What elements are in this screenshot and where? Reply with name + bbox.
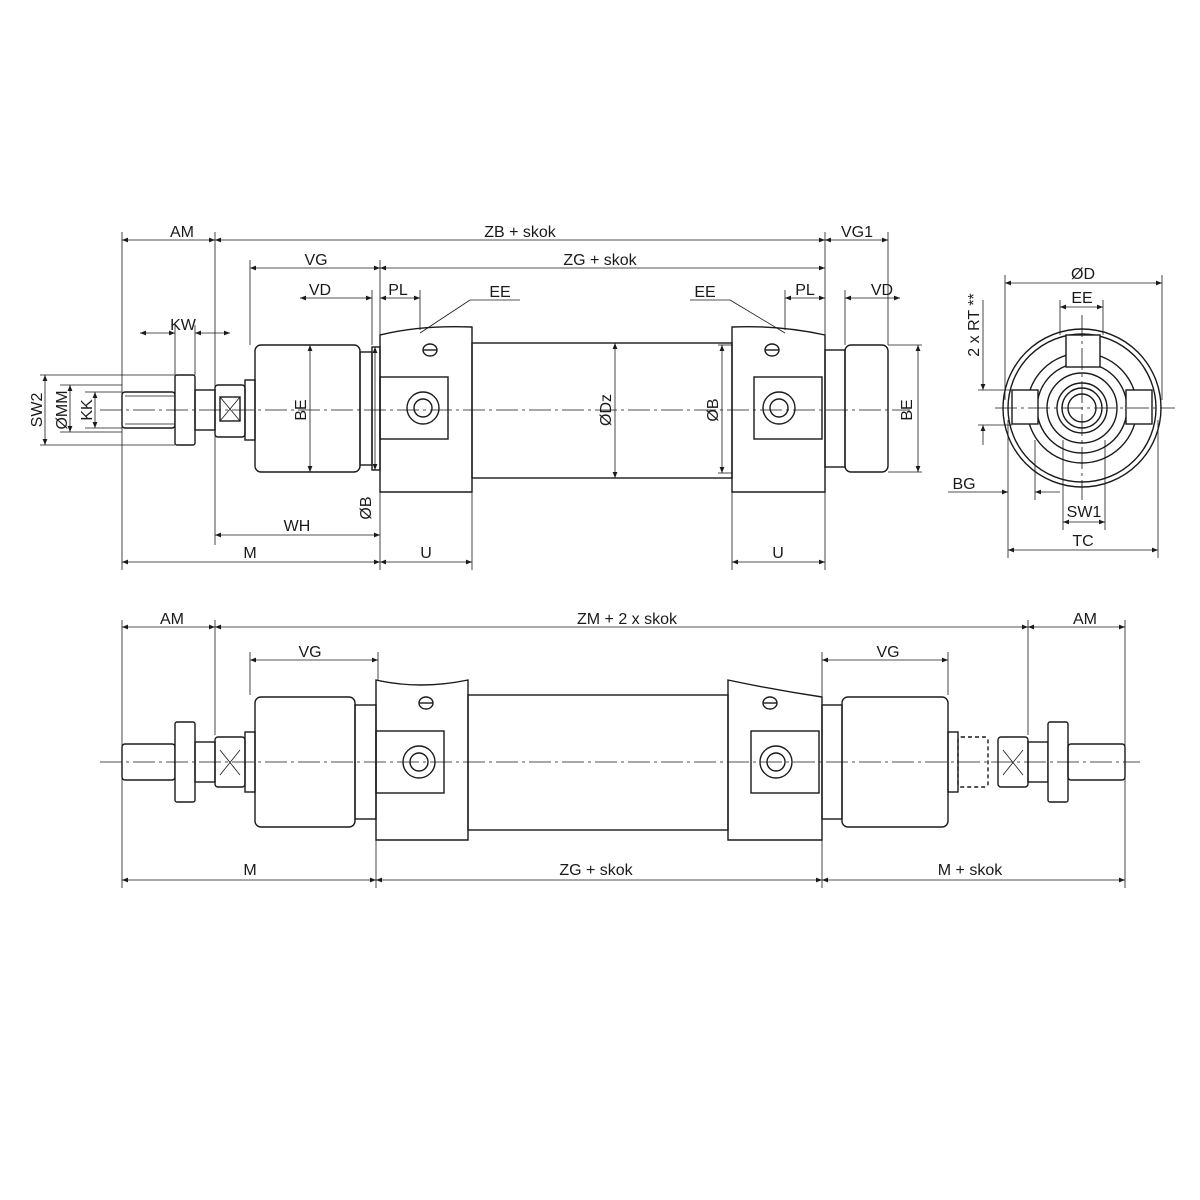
dim-am: AM xyxy=(170,224,194,241)
dim-be-right: BE xyxy=(899,399,916,420)
dim-mm: ØMM xyxy=(54,390,71,429)
dim-wh: WH xyxy=(284,518,311,535)
dim-b-left: ØB xyxy=(358,496,375,519)
dim-ee-left: EE xyxy=(489,284,510,301)
end-view: ØD EE 2 x RT ** BG SW1 TC xyxy=(948,266,1175,558)
dim-vg1: VG1 xyxy=(841,224,873,241)
dim-am-left: AM xyxy=(160,611,184,628)
dim-pl-left: PL xyxy=(388,282,408,299)
port-right-icon xyxy=(753,376,823,440)
dim-sw2: SW2 xyxy=(29,393,46,428)
dim-pl-right: PL xyxy=(795,282,815,299)
port-left-icon xyxy=(379,376,449,440)
dim-u-right: U xyxy=(772,545,784,562)
dim-tc: TC xyxy=(1072,533,1093,550)
dim-be-left: BE xyxy=(293,399,310,420)
dim-vg-right: VG xyxy=(876,644,899,661)
dim-zg: ZG + skok xyxy=(563,252,637,269)
dim-b-right: ØB xyxy=(705,398,722,421)
dim-vd-right: VD xyxy=(871,282,893,299)
side-view: AM ZB + skok VG1 VG ZG + skok VD PL EE E… xyxy=(29,224,922,570)
dim-m: M xyxy=(243,545,256,562)
dim-zm: ZM + 2 x skok xyxy=(577,611,678,628)
dim-m-skok: M + skok xyxy=(938,862,1003,879)
double-rod-view: AM ZM + 2 x skok AM VG VG M ZG + skok M … xyxy=(100,611,1140,888)
screw-icon xyxy=(422,343,438,357)
dim-ee: EE xyxy=(1071,290,1092,307)
dim-vd-left: VD xyxy=(309,282,331,299)
dim-rt: 2 x RT ** xyxy=(966,293,983,356)
screw-icon xyxy=(762,696,778,710)
dim-u-left: U xyxy=(420,545,432,562)
dim-am-right: AM xyxy=(1073,611,1097,628)
dim-sw1: SW1 xyxy=(1067,504,1102,521)
dim-zg: ZG + skok xyxy=(559,862,633,879)
dim-d: ØD xyxy=(1071,266,1095,283)
dim-vg: VG xyxy=(304,252,327,269)
dim-vg-left: VG xyxy=(298,644,321,661)
dim-bg: BG xyxy=(952,476,975,493)
dim-zb: ZB + skok xyxy=(484,224,557,241)
dim-kk: KK xyxy=(79,399,96,421)
dim-m: M xyxy=(243,862,256,879)
dim-dz: ØDz xyxy=(598,394,615,426)
screw-icon xyxy=(418,696,434,710)
screw-icon xyxy=(764,343,780,357)
dim-kw: KW xyxy=(170,317,197,334)
dim-ee-right: EE xyxy=(694,284,715,301)
